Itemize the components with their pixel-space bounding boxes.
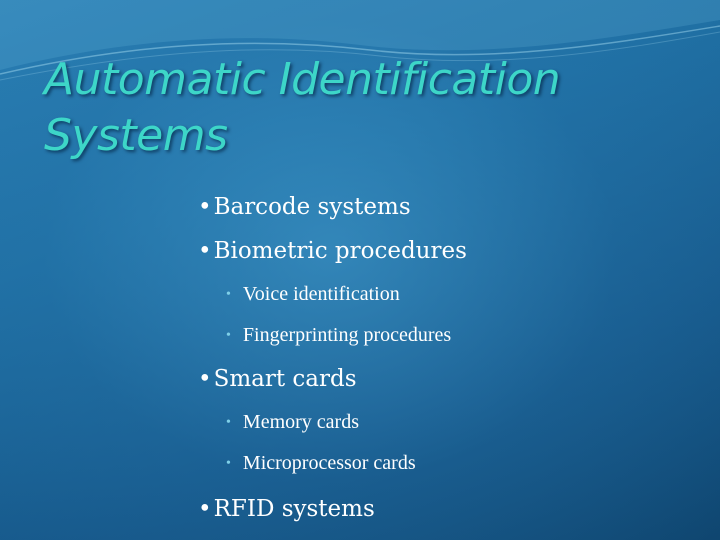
bullet-rfid-systems: •RFID systems: [198, 496, 375, 522]
bullet-dot: •: [198, 194, 212, 220]
sub-bullet-memory-cards: • Memory cards: [226, 411, 359, 434]
bullet-label: Smart cards: [213, 366, 357, 392]
sub-bullet-voice-identification: • Voice identification: [226, 283, 400, 306]
bullet-biometric-procedures: •Biometric procedures: [198, 238, 467, 264]
bullet-label: Barcode systems: [213, 194, 411, 220]
sub-bullet-dot: •: [226, 287, 231, 302]
bullet-smart-cards: •Smart cards: [198, 366, 357, 392]
bullet-barcode-systems: •Barcode systems: [198, 194, 411, 220]
slide-title: Automatic Identification Systems: [44, 52, 684, 164]
bullet-label: Fingerprinting procedures: [242, 324, 452, 346]
decorative-wave: [0, 0, 720, 81]
sub-bullet-dot: •: [226, 415, 231, 430]
bullet-label: RFID systems: [213, 496, 375, 522]
bullet-list: •Barcode systems •Biometric procedures •…: [198, 0, 698, 540]
bullet-label: Microprocessor cards: [242, 452, 416, 474]
title-line-1: Automatic Identification: [44, 54, 561, 105]
bullet-label: Memory cards: [242, 411, 359, 433]
bullet-dot: •: [198, 496, 212, 522]
bullet-label: Biometric procedures: [213, 238, 467, 264]
bullet-dot: •: [198, 238, 212, 264]
bullet-dot: •: [198, 366, 212, 392]
sub-bullet-microprocessor-cards: • Microprocessor cards: [226, 452, 416, 475]
bullet-label: Voice identification: [242, 283, 400, 305]
sub-bullet-dot: •: [226, 456, 231, 471]
sub-bullet-dot: •: [226, 328, 231, 343]
title-line-2: Systems: [44, 110, 228, 161]
sub-bullet-fingerprinting-procedures: • Fingerprinting procedures: [226, 324, 451, 347]
